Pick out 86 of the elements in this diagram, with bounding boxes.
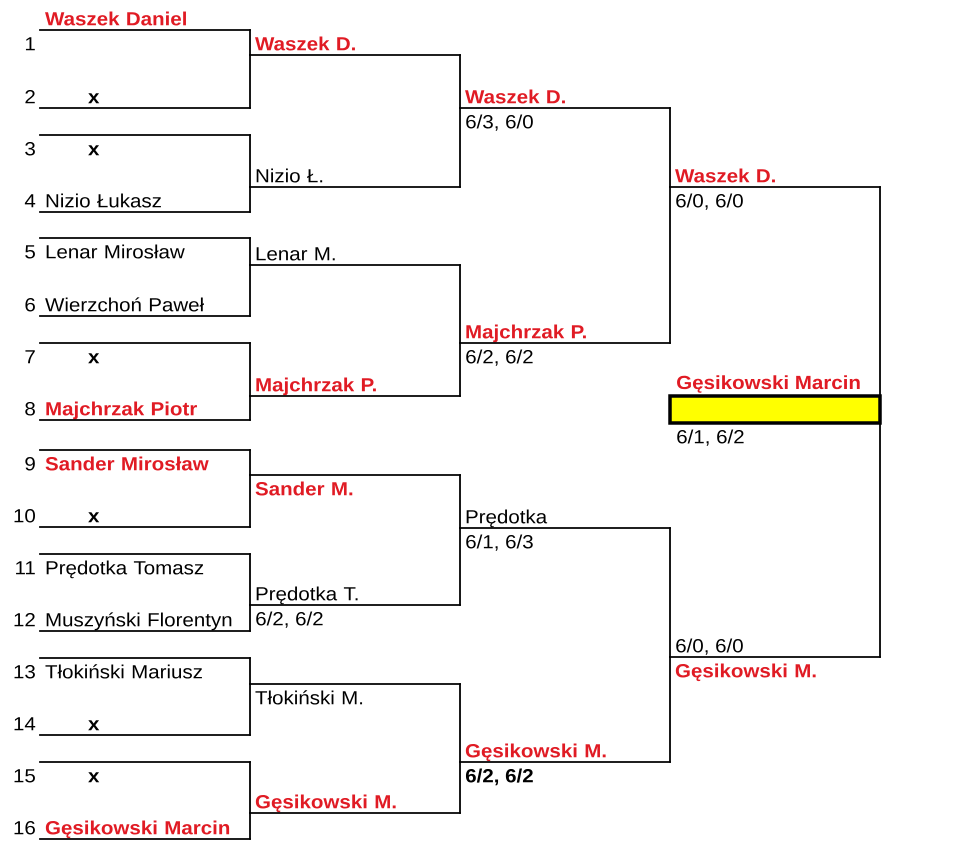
match-score: 6/2, 6/2 xyxy=(256,612,323,628)
player-slot: Majchrzak Piotr xyxy=(39,402,251,421)
bracket-line xyxy=(249,449,251,476)
bracket-line xyxy=(459,527,461,606)
seed-number: 15 xyxy=(14,769,35,782)
bracket-line xyxy=(459,342,461,397)
bracket-line xyxy=(249,237,251,266)
player-slot: Waszek D. xyxy=(459,90,671,109)
match-score: 6/3, 6/0 xyxy=(466,114,533,131)
bracket-line xyxy=(669,186,671,344)
seed-number: 6 xyxy=(25,298,35,312)
match-score: 6/2, 6/2 xyxy=(466,350,533,366)
seed-number: 1 xyxy=(26,37,35,50)
bracket-line xyxy=(879,186,881,397)
seed-number: 4 xyxy=(24,194,36,208)
player-slot: Prędotka Tomasz xyxy=(39,553,251,578)
bracket-line xyxy=(249,186,251,213)
player-slot: Sander Mirosław xyxy=(39,449,251,470)
bracket-line xyxy=(249,395,251,421)
bracket-line xyxy=(459,683,461,763)
player-slot: Gęsikowski M. xyxy=(249,794,461,814)
node-label: Gęsikowski Marcin xyxy=(677,375,860,393)
player-slot: Majchrzak P. xyxy=(459,324,671,344)
player-slot: x xyxy=(39,761,251,782)
player-slot: Gęsikowski M. xyxy=(459,744,671,763)
player-slot: Gęsikowski Marcin xyxy=(39,820,251,840)
player-slot: Waszek D. xyxy=(249,36,461,56)
match-score: 6/0, 6/0 xyxy=(676,194,743,210)
player-slot: Waszek D. xyxy=(669,168,881,188)
bracket-line xyxy=(249,264,251,317)
player-slot: Nizio Ł. xyxy=(249,168,461,188)
player-slot: Nizio Łukasz xyxy=(39,194,251,213)
player-slot: x xyxy=(39,512,251,528)
player-slot: Sander M. xyxy=(249,474,461,496)
bracket-line xyxy=(669,107,671,188)
bracket-line xyxy=(249,604,251,632)
bracket-line xyxy=(879,422,881,658)
player-slot: Lenar Mirosław xyxy=(39,237,251,258)
bracket-line xyxy=(459,474,461,529)
bracket-line xyxy=(459,107,461,188)
bracket-line xyxy=(669,527,671,658)
player-slot: x xyxy=(39,93,251,109)
bracket-line xyxy=(249,761,251,814)
match-score: 6/2, 6/2 xyxy=(466,768,533,786)
player-slot: Waszek Daniel xyxy=(39,12,251,31)
bracket-line xyxy=(249,134,251,188)
match-score: 6/1, 6/3 xyxy=(466,534,533,551)
player-slot: Muszyński Florentyn xyxy=(39,612,251,632)
seed-number: 16 xyxy=(14,821,35,834)
bracket-line xyxy=(249,553,251,606)
bracket-line xyxy=(459,761,461,814)
player-slot: x xyxy=(39,342,251,364)
player-slot: Tłokiński Mariusz xyxy=(39,657,251,678)
bracket-line xyxy=(249,657,251,685)
bracket-line xyxy=(249,683,251,736)
player-slot: Wierzchoń Paweł xyxy=(39,297,251,317)
seed-number: 12 xyxy=(14,613,35,626)
bracket-line xyxy=(249,54,251,109)
match-score: 6/1, 6/2 xyxy=(677,430,744,446)
bracket-line xyxy=(459,54,461,109)
player-slot: Lenar M. xyxy=(249,247,461,266)
match-score: 6/0, 6/0 xyxy=(676,638,743,655)
seed-number: 8 xyxy=(25,402,35,416)
seed-number: 13 xyxy=(14,665,35,678)
seed-number: 11 xyxy=(16,561,35,574)
player-slot: Prędotka xyxy=(459,510,671,529)
seed-number: 7 xyxy=(25,350,35,364)
player-slot: Prędotka T. xyxy=(249,586,461,606)
bracket-line xyxy=(669,656,671,763)
seed-number: 10 xyxy=(14,509,35,522)
bracket-line xyxy=(249,29,251,56)
bracket-line xyxy=(249,342,251,397)
seed-number: 5 xyxy=(25,245,35,258)
player-slot: Gęsikowski M. xyxy=(669,656,881,682)
seed-number: 2 xyxy=(25,90,35,104)
bracket-line xyxy=(459,264,461,344)
seed-number: 9 xyxy=(25,457,35,470)
player-slot: x xyxy=(39,134,251,156)
bracket-line xyxy=(249,812,251,840)
seed-number: 3 xyxy=(25,142,35,156)
seed-number: 14 xyxy=(14,717,36,730)
player-slot: Majchrzak P. xyxy=(249,378,461,397)
bracket-line xyxy=(249,474,251,528)
player-slot: Tłokiński M. xyxy=(249,683,461,704)
champion-box: Gęsikowski Marcin xyxy=(668,375,882,425)
player-slot: x xyxy=(39,720,251,736)
